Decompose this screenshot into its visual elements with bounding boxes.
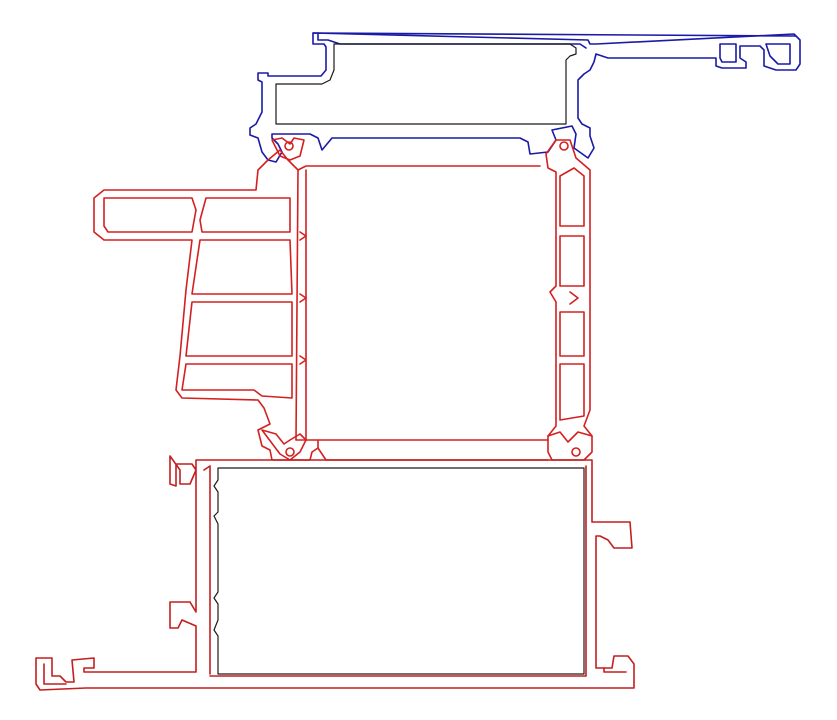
bottom-frame-profile <box>35 455 635 691</box>
top-glazing-panel <box>275 43 577 125</box>
bottom-glazing-panel <box>213 467 585 675</box>
mullion-profile <box>93 137 593 461</box>
top-cover-profile <box>249 32 801 163</box>
